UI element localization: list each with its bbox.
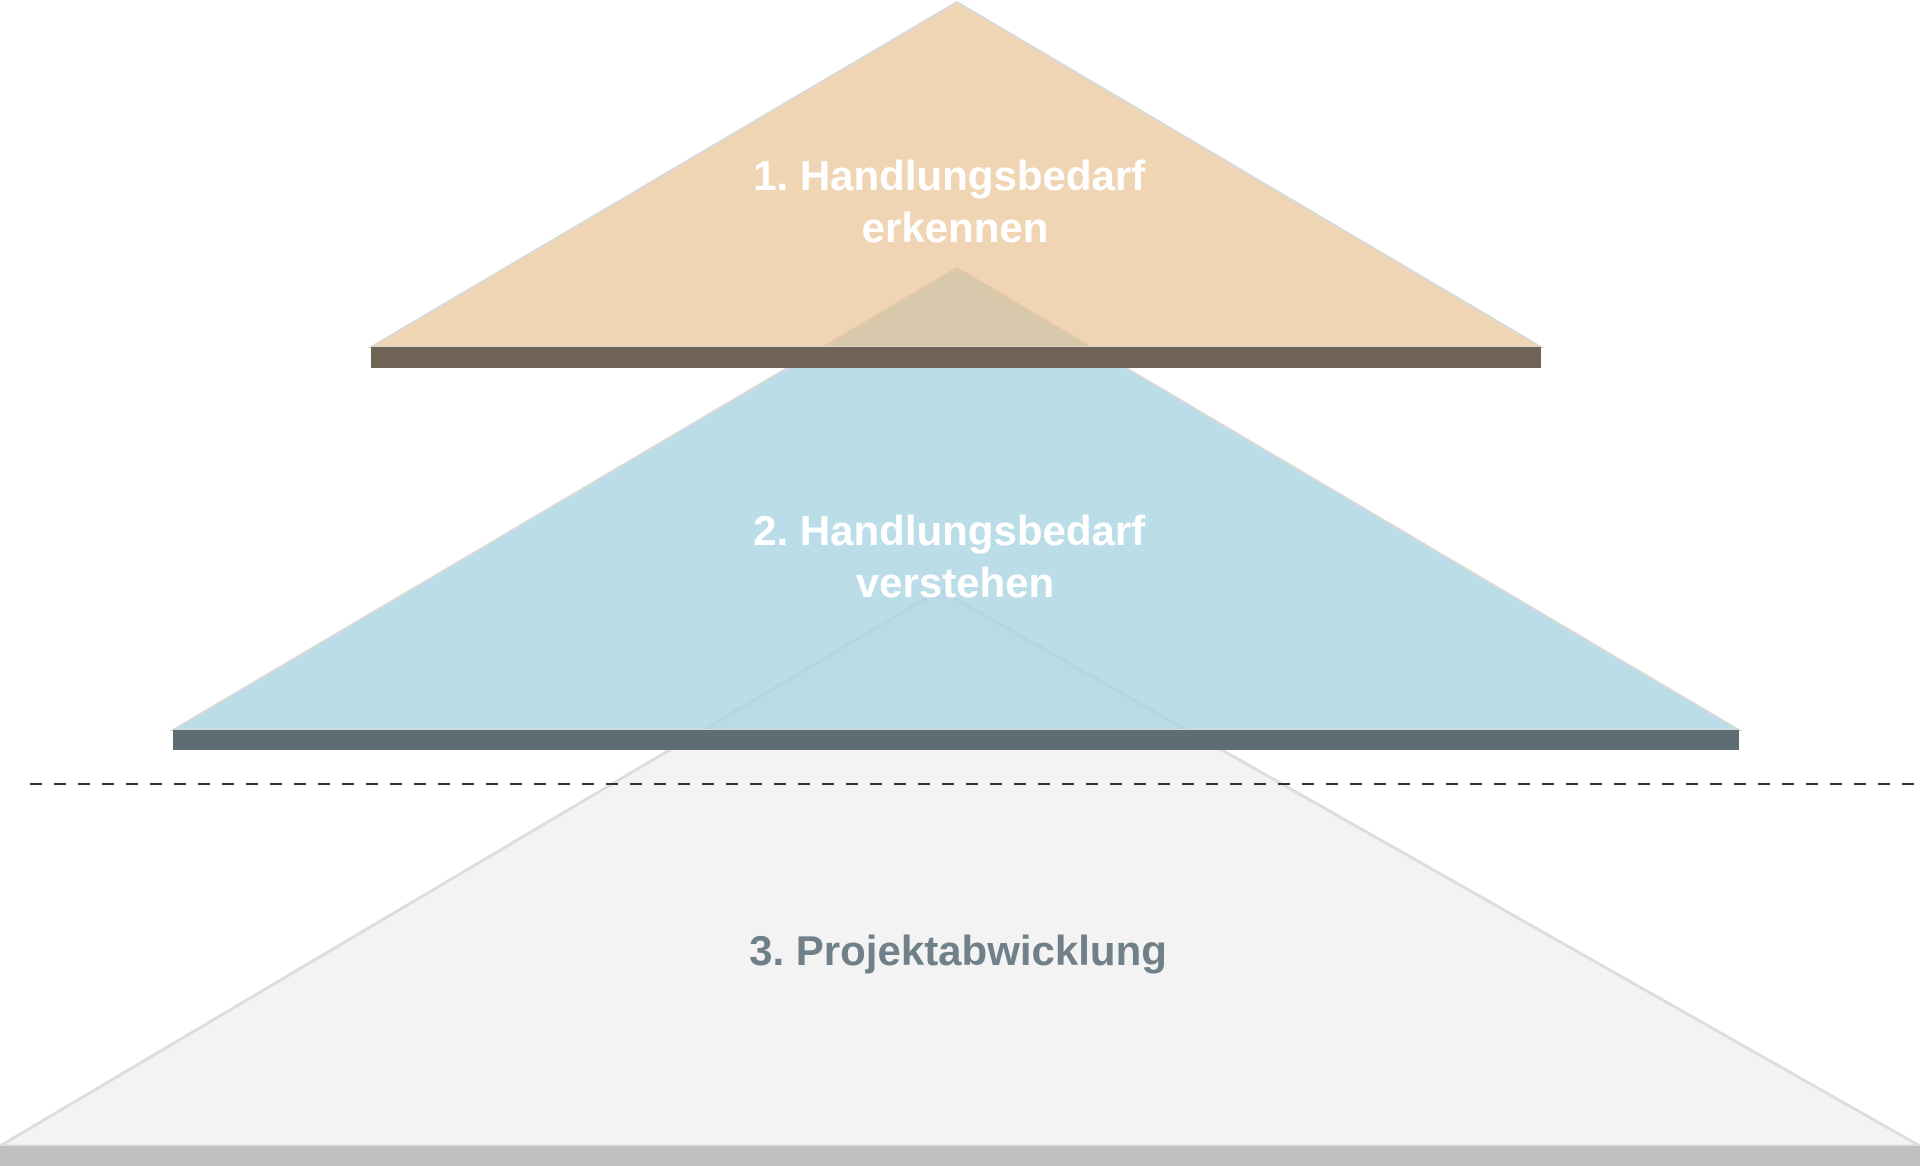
stage-2-handlungsbedarf-verstehen xyxy=(169,266,1743,750)
stage-2-label-line-1: 2. Handlungsbedarf xyxy=(753,507,1146,554)
stage-1-label-line-1: 1. Handlungsbedarf xyxy=(753,152,1146,199)
stage-3-label: 3. Projektabwicklung xyxy=(749,927,1167,974)
stage-1-base-bar xyxy=(371,347,1541,368)
stage-1-label: 1. Handlungsbedarf erkennen xyxy=(753,152,1157,251)
stage-3-base-bar xyxy=(0,1146,1920,1166)
stage-2-label: 2. Handlungsbedarf verstehen xyxy=(753,507,1157,606)
stage-2-base-bar xyxy=(173,730,1739,750)
stage-1-handlungsbedarf-erkennen xyxy=(367,0,1545,368)
stage-3-projektabwicklung xyxy=(0,588,1920,1166)
stage-3-label-line-1: 3. Projektabwicklung xyxy=(749,927,1167,974)
stage-2-label-line-2: verstehen xyxy=(856,559,1054,606)
stage-1-label-line-2: erkennen xyxy=(862,204,1049,251)
